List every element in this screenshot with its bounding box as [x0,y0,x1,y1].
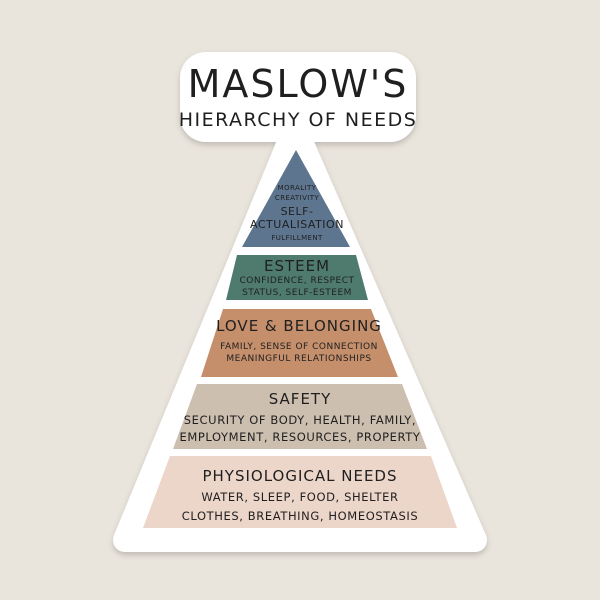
tier-physiological [143,456,457,528]
tier-esteem [226,255,368,300]
safety-heading: SAFETY [269,390,332,408]
tier-love-belonging [201,309,398,377]
tier-safety [173,384,427,449]
love-heading: LOVE & BELONGING [216,317,382,335]
title-main: MASLOW'S [188,62,409,106]
love-line-1: FAMILY, SENSE OF CONNECTION [220,342,378,352]
safety-line-1: SECURITY OF BODY, HEALTH, FAMILY, [184,413,416,427]
esteem-heading: ESTEEM [264,257,330,275]
esteem-line-2: STATUS, SELF-ESTEEM [242,288,352,298]
physiological-line-2: CLOTHES, BREATHING, HOMEOSTASIS [182,509,418,523]
self-actualisation-line-5: FULFILLMENT [271,234,323,242]
esteem-line-1: CONFIDENCE, RESPECT [239,276,354,286]
love-line-2: MEANINGFUL RELATIONSHIPS [226,354,371,364]
physiological-heading: PHYSIOLOGICAL NEEDS [202,467,397,485]
safety-line-2: EMPLOYMENT, RESOURCES, PROPERTY [179,430,420,444]
physiological-line-1: WATER, SLEEP, FOOD, SHELTER [201,490,398,504]
self-actualisation-line-2: CREATIVITY [275,194,319,202]
self-actualisation-line-3: SELF- [281,205,314,218]
title-subtitle: HIERARCHY OF NEEDS [179,109,418,131]
tier-self-actualisation [242,150,350,247]
self-actualisation-line-1: MORALITY [278,184,317,192]
self-actualisation-line-4: ACTUALISATION [250,218,344,231]
